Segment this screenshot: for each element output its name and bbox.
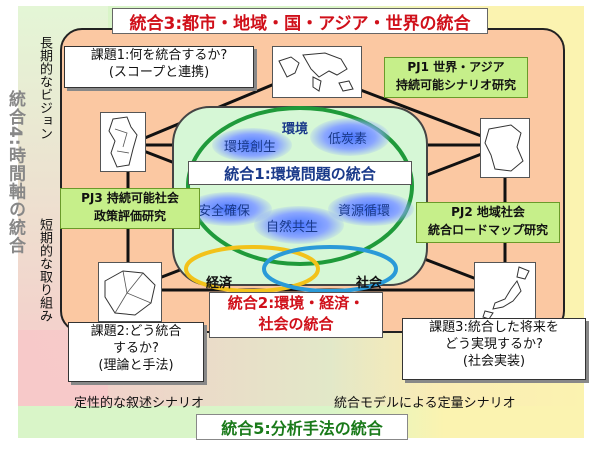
city-map-image <box>100 112 146 172</box>
task2-callout: 課題2:どう統合 するか? (理論と手法) <box>68 322 204 382</box>
long-term-vision-label: 長期的なビジョン <box>37 36 52 140</box>
label-keizai: 経済 <box>206 276 233 291</box>
env-label: 環境 <box>282 122 309 137</box>
label-anzen: 安全確保 <box>198 204 251 219</box>
label-teitanso: 低炭素 <box>328 132 368 147</box>
label-kankyo-sosei: 環境創生 <box>224 140 277 155</box>
label-shigen: 資源循環 <box>338 204 391 219</box>
integration2-label: 統合2:環境・経済・ 社会の統合 <box>209 292 383 338</box>
prefecture-map-image <box>98 262 162 322</box>
integration1-label: 統合1:環境問題の統合 <box>188 161 412 185</box>
quantitative-scenario-label: 統合モデルによる定量シナリオ <box>334 396 516 411</box>
project-pj3: PJ3 持続可能社会 政策評価研究 <box>60 188 200 229</box>
project-pj2: PJ2 地域社会 統合ロードマップ研究 <box>416 202 560 243</box>
integration5-title: 統合5:分析手法の統合 <box>196 414 408 440</box>
bubble-shizen <box>254 206 344 244</box>
task3-callout: 課題3:統合した将来を どう実現するか? (社会実装) <box>402 318 586 380</box>
short-term-label: 短期的な取り組み <box>37 218 52 322</box>
integration4-label: 統合4:時間軸の統合 <box>5 90 25 255</box>
world-map-image <box>272 46 362 98</box>
label-shakai: 社会 <box>356 276 383 291</box>
bubble-kankyo-sosei <box>212 128 292 162</box>
bubble-teitanso <box>310 118 390 156</box>
region-map-image <box>480 118 530 178</box>
qualitative-scenario-label: 定性的な叙述シナリオ <box>74 396 205 411</box>
japan-map-image <box>474 262 536 322</box>
task1-callout: 課題1:何を統合するか? (スコープと連携) <box>64 46 254 88</box>
label-shizen: 自然共生 <box>266 220 319 235</box>
integration3-title: 統合3:都市・地域・国・アジア・世界の統合 <box>112 8 488 34</box>
project-pj1: PJ1 世界・アジア 持続可能シナリオ研究 <box>384 57 528 98</box>
